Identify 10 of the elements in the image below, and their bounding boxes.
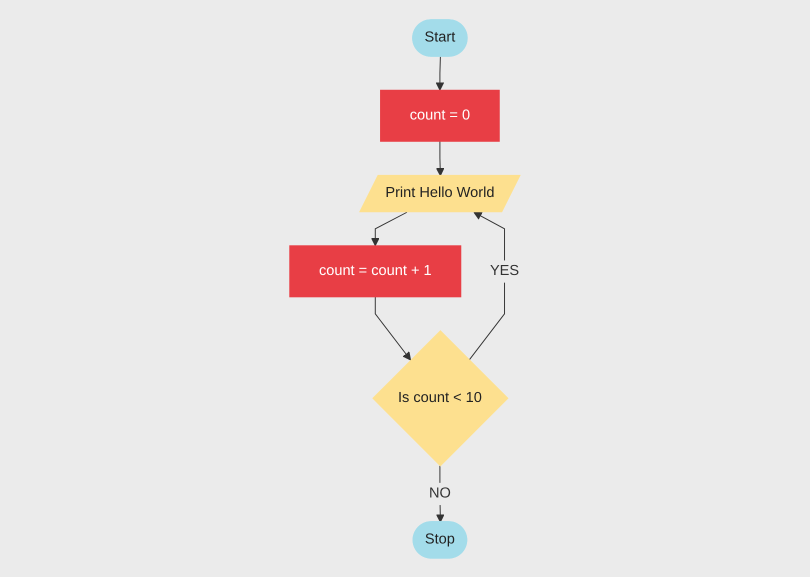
arrow <box>436 140 445 176</box>
arrow <box>436 464 445 522</box>
arrow <box>371 211 408 246</box>
arrow <box>374 296 412 360</box>
node-box: count = 0 <box>380 89 500 142</box>
arrow <box>436 56 444 90</box>
node-diamond: Is count < 10 <box>372 330 509 466</box>
node-box: count = count + 1 <box>289 244 462 297</box>
edge-label: YES <box>490 262 520 278</box>
edge-label: NO <box>429 484 451 501</box>
